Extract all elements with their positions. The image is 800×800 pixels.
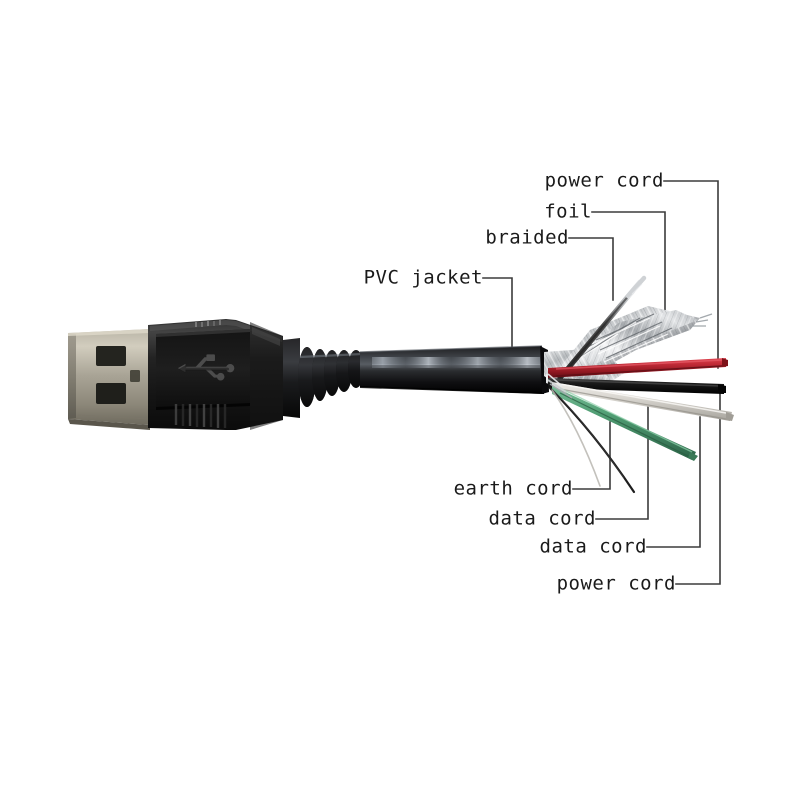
pvc-jacket-cable [359,345,549,394]
label-data-cord-green: data cord [488,507,596,530]
body-grip-ribs [174,404,227,428]
label-pvc-jacket: PVC jacket [363,266,483,289]
foil-wisps [547,373,573,399]
leader-foil [591,211,666,319]
shell-cutout-lower [96,383,126,404]
leader-pvc-jacket [482,277,513,367]
body-top-ridges [195,320,221,327]
usb-trident-logo [177,354,235,381]
wire-earth-drain [548,386,636,494]
callout-leader-lines [482,180,721,585]
foil-shield-fan [556,306,713,380]
wire-power-black [548,378,726,394]
label-braided: braided [485,226,569,249]
wire-power-red [548,358,728,378]
wire-data-green [552,386,698,461]
wire-earth-strand-secondary [551,389,601,487]
shell-cutout-upper [96,346,126,366]
label-power-cord-top: power cord [544,169,664,192]
usb-a-connector [68,319,549,430]
leader-data-cord-white [646,416,701,548]
wire-data-white [552,382,734,421]
label-earth-cord: earth cord [453,477,573,500]
label-power-cord-bottom: power cord [556,572,676,595]
leader-braided [568,237,614,301]
leader-data-cord-green [595,399,649,520]
connector-metal-shell [68,329,150,430]
shell-dimple [130,370,140,382]
strain-relief [283,338,364,418]
leader-power-cord-bottom [675,391,721,585]
label-foil: foil [544,200,592,223]
leader-power-cord-top [663,180,719,369]
connector-plastic-body [148,319,283,430]
label-data-cord-white: data cord [539,535,647,558]
cable-internals [544,275,734,494]
leader-earth-cord [572,421,611,490]
